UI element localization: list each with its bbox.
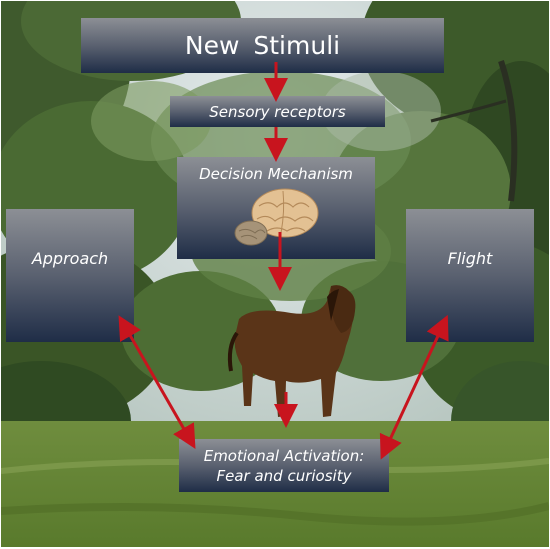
- arrow-emotion-flight: [379, 314, 449, 460]
- approach-label: Approach: [31, 249, 109, 268]
- arrow-emotion-approach: [118, 315, 196, 450]
- approach-node: Approach: [6, 209, 134, 342]
- new-stimuli-node: New Stimuli: [81, 18, 444, 73]
- emotional-activation-node: Emotional Activation: Fear and curiosity: [179, 439, 389, 492]
- decision-mechanism-label: Decision Mechanism: [199, 165, 353, 183]
- emotional-activation-label-line2: Fear and curiosity: [216, 466, 352, 485]
- flight-label: Flight: [447, 249, 493, 268]
- horse: [227, 285, 356, 417]
- new-stimuli-label: New Stimuli: [184, 31, 341, 60]
- emotional-activation-label-line1: Emotional Activation:: [203, 446, 365, 465]
- sensory-receptors-label: Sensory receptors: [209, 102, 346, 121]
